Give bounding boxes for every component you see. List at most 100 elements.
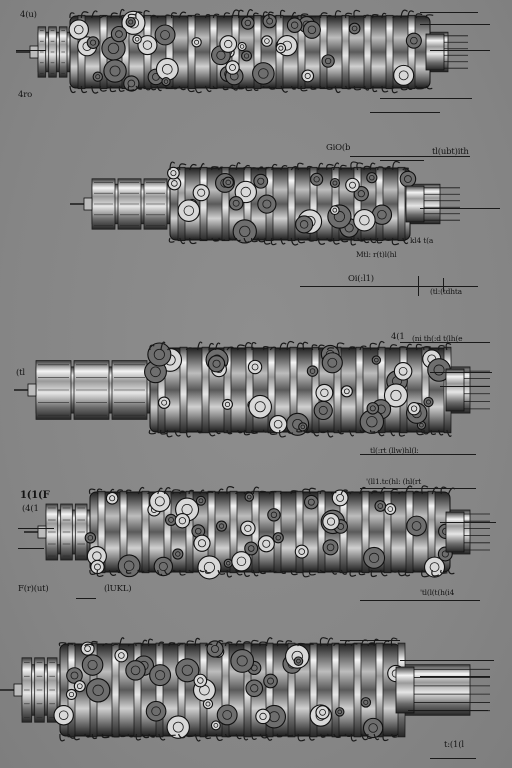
ornament-curl bbox=[279, 342, 287, 351]
gear-hub bbox=[275, 535, 281, 541]
ornament-curl bbox=[178, 11, 187, 19]
gear-hub bbox=[257, 177, 265, 185]
flange-ring bbox=[287, 642, 296, 738]
gear-hub bbox=[210, 644, 220, 654]
ornament-curl bbox=[215, 429, 221, 435]
gear bbox=[85, 678, 111, 703]
flange-ring bbox=[355, 346, 364, 434]
gear-hub bbox=[224, 401, 231, 408]
ornament-curl bbox=[205, 569, 211, 574]
ornament-curl bbox=[242, 733, 249, 741]
ornament-curl bbox=[269, 490, 277, 495]
ornament-curl bbox=[135, 733, 142, 741]
gear bbox=[371, 355, 382, 365]
ornament-curl bbox=[326, 733, 332, 737]
gear-hub bbox=[307, 498, 315, 506]
gear bbox=[262, 14, 277, 29]
gear-hub bbox=[357, 190, 365, 198]
flange-ring bbox=[397, 166, 406, 242]
dimension-line bbox=[430, 758, 476, 759]
gear-hub bbox=[161, 399, 168, 406]
ornament-curl bbox=[332, 162, 340, 171]
gear bbox=[84, 532, 97, 544]
ornament-curl bbox=[147, 638, 154, 647]
gear bbox=[310, 172, 324, 186]
figure-4-label-bottom-right: 'tl(l(t(h(i4 bbox=[420, 588, 455, 597]
gear-hub bbox=[332, 180, 338, 186]
ornament-curl bbox=[246, 9, 254, 19]
gear bbox=[86, 36, 100, 50]
ornament-curl bbox=[279, 429, 287, 438]
gear-hub bbox=[154, 670, 166, 681]
ornament-curl bbox=[111, 733, 120, 738]
ornament-curl bbox=[382, 640, 390, 647]
ornament-curl bbox=[377, 166, 383, 171]
ornament-curl bbox=[243, 569, 251, 577]
ornament-curl bbox=[345, 85, 352, 90]
ornament-curl bbox=[69, 12, 75, 19]
ornament-curl bbox=[224, 641, 233, 647]
ornament-curl bbox=[137, 569, 145, 573]
leader-line bbox=[440, 386, 490, 387]
gear-hub bbox=[374, 357, 379, 363]
gear-hub bbox=[183, 205, 195, 216]
ornament-curl bbox=[226, 486, 235, 495]
leader-line bbox=[430, 50, 490, 51]
machine-figure-1 bbox=[16, 8, 468, 94]
ornament-curl bbox=[116, 489, 124, 495]
gear-hub bbox=[158, 561, 168, 572]
gear-hub bbox=[162, 63, 173, 75]
gear bbox=[241, 50, 253, 62]
gear bbox=[155, 57, 179, 81]
leader-line bbox=[420, 208, 500, 209]
ornament-curl bbox=[340, 237, 349, 243]
ornament-curl bbox=[199, 569, 205, 573]
flange-ring bbox=[155, 642, 164, 738]
gear-hub bbox=[197, 539, 207, 548]
ornament-curl bbox=[437, 344, 445, 351]
ornament-curl bbox=[84, 643, 92, 647]
ornament-curl bbox=[350, 643, 358, 647]
figure-4-label-right: '(ll1.tc(hl: (hl(rt bbox=[366, 477, 422, 486]
gear-hub bbox=[90, 39, 97, 46]
gear-hub bbox=[429, 562, 440, 572]
ornament-curl bbox=[205, 491, 214, 495]
gear bbox=[193, 673, 208, 688]
ornament-curl bbox=[300, 13, 309, 19]
ornament-curl bbox=[257, 237, 265, 243]
ornament-curl bbox=[223, 12, 231, 19]
ornament-curl bbox=[389, 344, 398, 351]
ornament-curl bbox=[237, 9, 244, 19]
ornament-curl bbox=[226, 346, 234, 351]
gear bbox=[125, 660, 146, 681]
ornament-curl bbox=[415, 13, 423, 19]
ornament-curl bbox=[425, 14, 434, 19]
ornament-curl bbox=[186, 640, 194, 647]
ornament-curl bbox=[96, 488, 103, 495]
gear-hub bbox=[319, 708, 326, 716]
ornament-curl bbox=[237, 85, 244, 90]
ornament-curl bbox=[279, 9, 286, 19]
gear-hub bbox=[349, 181, 356, 189]
ornament-curl bbox=[251, 733, 257, 740]
gear-hub bbox=[197, 677, 204, 684]
ornament-curl bbox=[211, 237, 219, 242]
ornament-curl bbox=[135, 642, 144, 647]
machine-figure-5 bbox=[0, 637, 490, 742]
gear bbox=[230, 648, 255, 673]
ornament-curl bbox=[290, 569, 298, 576]
ornament-curl bbox=[326, 163, 334, 171]
ornament-curl bbox=[69, 85, 76, 94]
ornament-curl bbox=[350, 237, 357, 246]
figure-2-label-note: kl4 t(a bbox=[410, 236, 434, 245]
gear-hub bbox=[109, 65, 121, 77]
ornament-curl bbox=[205, 643, 213, 647]
leader-line bbox=[18, 528, 54, 529]
ornament-curl bbox=[356, 162, 364, 171]
ornament-curl bbox=[147, 569, 153, 573]
figure-3-label-caption: tl(:rt (llw)hl(l: bbox=[370, 446, 419, 455]
gear-hub bbox=[123, 560, 135, 572]
ornament-curl bbox=[285, 733, 294, 737]
ornament-curl bbox=[218, 166, 224, 171]
gear bbox=[353, 208, 376, 232]
